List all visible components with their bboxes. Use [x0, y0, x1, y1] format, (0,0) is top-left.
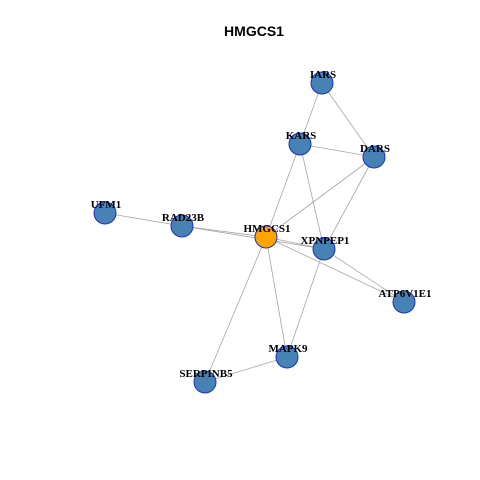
node-iars [310, 71, 334, 95]
edge-dars-xpnpep1 [323, 156, 375, 250]
edge-iars-dars [321, 82, 375, 158]
node-kars [288, 132, 312, 156]
edge-xpnpep1-mapk9 [286, 248, 325, 358]
node-label-iars: IARS [310, 69, 336, 81]
node-dars [362, 145, 386, 169]
node-label-kars: KARS [286, 130, 317, 142]
edge-kars-xpnpep1 [299, 143, 325, 250]
edge-hmgcs1-mapk9 [265, 236, 288, 358]
node-label-atp6v1e1: ATP6V1E1 [379, 288, 432, 300]
node-label-serpinb5: SERPINB5 [179, 368, 233, 380]
edge-kars-hmgcs1 [265, 143, 301, 238]
edge-kars-dars [299, 143, 375, 158]
edge-hmgcs1-serpinb5 [204, 236, 267, 383]
node-mapk9 [275, 345, 299, 369]
node-layer [93, 71, 416, 394]
edge-rad23b-hmgcs1 [181, 225, 267, 238]
edge-xpnpep1-atp6v1e1 [323, 248, 405, 303]
node-rad23b [170, 214, 194, 238]
edge-dars-hmgcs1 [265, 156, 375, 238]
node-label-xpnpep1: XPNPEP1 [301, 235, 350, 247]
node-label-rad23b: RAD23B [162, 212, 205, 224]
node-ufm1 [93, 201, 117, 225]
edge-mapk9-serpinb5 [204, 356, 288, 383]
edge-rad23b-xpnpep1 [181, 225, 325, 250]
edge-ufm1-rad23b [104, 212, 183, 227]
node-serpinb5 [193, 370, 217, 394]
node-label-hmgcs1: HMGCS1 [243, 223, 290, 235]
edge-hmgcs1-atp6v1e1 [265, 236, 405, 303]
diagram-title: HMGCS1 [224, 23, 284, 39]
node-xpnpep1 [312, 237, 336, 261]
node-hmgcs1 [254, 225, 278, 249]
node-label-ufm1: UFM1 [91, 199, 122, 211]
node-label-dars: DARS [360, 143, 390, 155]
node-label-mapk9: MAPK9 [268, 343, 308, 355]
node-atp6v1e1 [392, 290, 416, 314]
